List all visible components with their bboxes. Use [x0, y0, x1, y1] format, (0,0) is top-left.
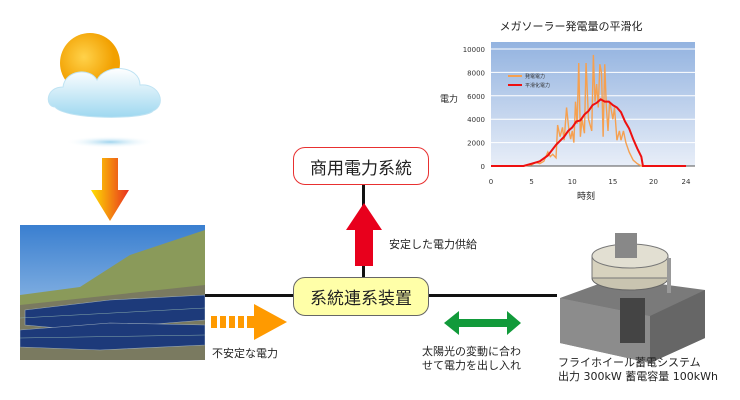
y-tick-label: 2000 — [467, 140, 485, 148]
solar-panel-photo — [20, 225, 205, 360]
flywheel-name: フライホイール蓄電システム — [558, 356, 701, 369]
unstable-power-arrow-icon — [211, 304, 287, 340]
x-tick-label: 10 — [568, 178, 577, 186]
y-tick-label: 10000 — [463, 46, 485, 54]
commercial-grid-label: 商用電力系統 — [310, 158, 412, 179]
flywheel-note: 太陽光の変動に合わ せて電力を出し入れ — [422, 345, 521, 373]
unstable-power-label: 不安定な電力 — [212, 347, 278, 360]
y-tick-label: 6000 — [467, 93, 485, 101]
series-line-0 — [491, 54, 686, 167]
interconnect-label: 系統連系装置 — [310, 289, 412, 309]
stable-supply-up-arrow-icon — [346, 203, 382, 266]
x-tick-label: 5 — [529, 178, 533, 186]
chart-title: メガソーラー発電量の平滑化 — [500, 19, 643, 33]
stable-supply-label: 安定した電力供給 — [389, 238, 477, 251]
flywheel-system-illustration — [560, 233, 705, 363]
flywheel-note-line-2: せて電力を出し入れ — [422, 359, 521, 372]
y-tick-label: 0 — [481, 163, 485, 171]
flywheel-note-line-1: 太陽光の変動に合わ — [422, 345, 521, 358]
legend-label: 発電電力 — [525, 73, 545, 80]
sun-cloud-icon — [47, 33, 161, 148]
y-axis-label: 電力 — [440, 93, 458, 105]
grid-interconnection-device-box: 系統連系装置 — [293, 277, 429, 316]
y-tick-label: 4000 — [467, 116, 485, 124]
flywheel-spec: 出力 300kW 蓄電容量 100kWh — [558, 370, 718, 383]
legend-label: 平滑化電力 — [525, 82, 550, 89]
y-tick-label: 8000 — [467, 69, 485, 77]
series-line-1 — [491, 98, 686, 167]
x-tick-label: 0 — [489, 178, 493, 186]
smoothing-chart: 0 2000 4000 6000 8000 10000 0 5 10 15 20 24 メガソーラー発電… — [440, 19, 695, 202]
x-tick-label: 24 — [682, 178, 691, 186]
bidirectional-arrow-icon — [444, 311, 521, 335]
x-axis-label: 時刻 — [577, 190, 595, 202]
x-tick-label: 20 — [649, 178, 658, 186]
commercial-grid-box: 商用電力系統 — [293, 147, 429, 185]
flywheel-caption: フライホイール蓄電システム 出力 300kW 蓄電容量 100kWh — [558, 356, 718, 384]
x-tick-label: 15 — [608, 178, 617, 186]
sunlight-down-arrow-icon — [91, 158, 129, 221]
